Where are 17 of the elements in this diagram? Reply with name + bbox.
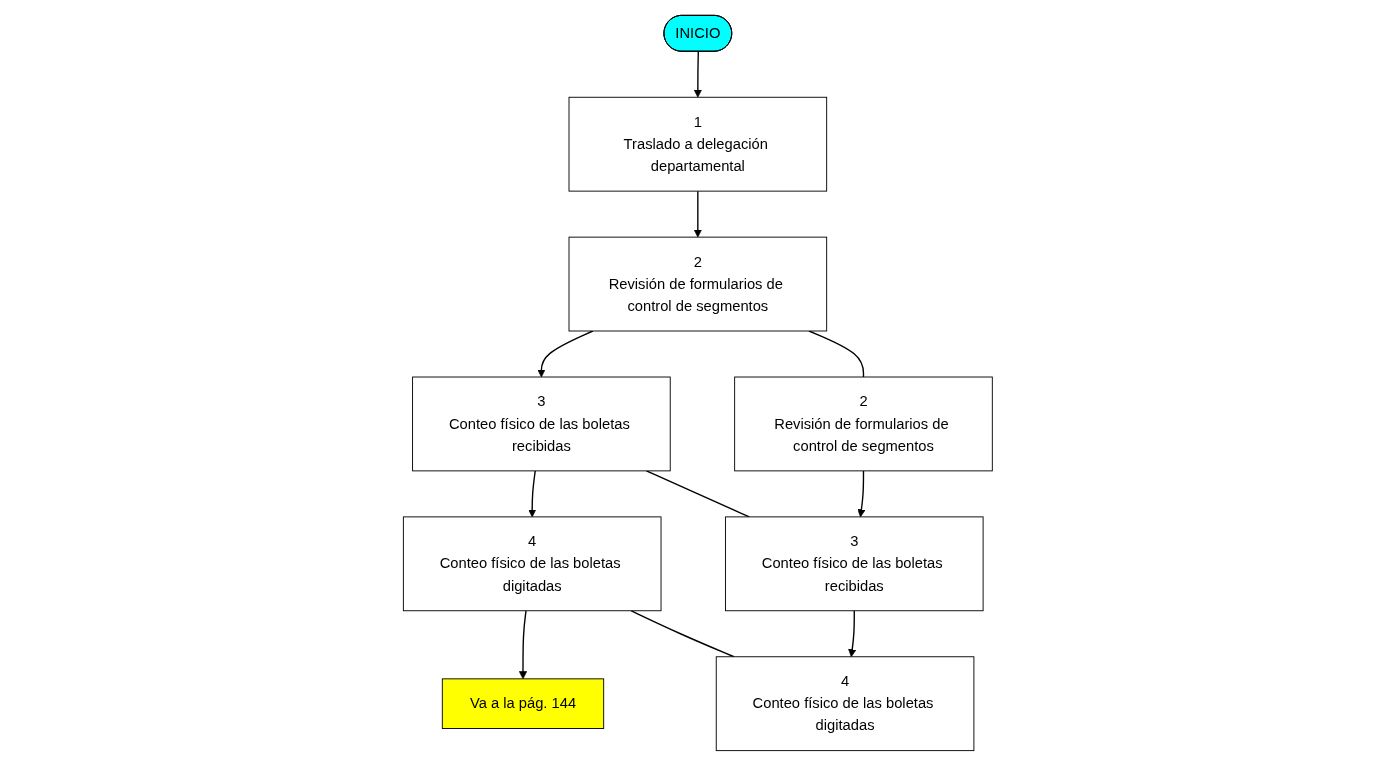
node-box: Va a la pág. 144 [441,677,604,729]
connector [645,469,750,518]
arrow [857,469,866,517]
node-box: 2 Revisión de formularios de control de segmentos [568,236,827,331]
arrow [847,609,856,657]
node-box: 3 Conteo físico de las boletas recibidas [724,515,984,611]
node-box: 4 Conteo físico de las boletas digitadas [402,515,662,611]
arrow [693,189,702,237]
node-box: 4 Conteo físico de las boletas digitadas [715,655,974,751]
arrow [518,609,527,679]
arrow [693,50,702,98]
node-box: 1 Traslado a delegación departamental [568,96,827,192]
connector [629,609,735,657]
node-box: 3 Conteo físico de las boletas recibidas [411,376,671,471]
node-box: 2 Revisión de formularios de control de segmentos [733,376,993,471]
arrow [527,469,536,517]
arrow [537,329,594,377]
